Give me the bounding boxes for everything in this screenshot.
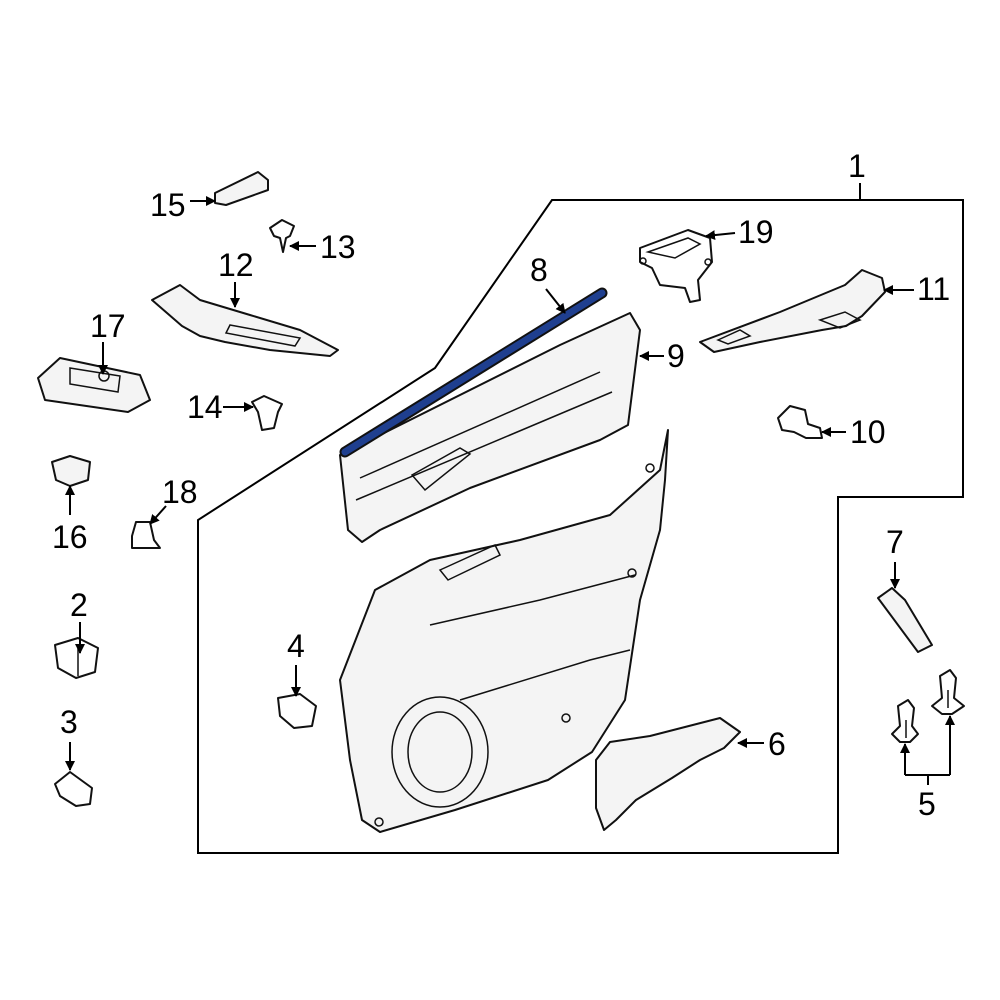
callout-15[interactable]: 15	[150, 187, 186, 223]
callout-1[interactable]: 1	[848, 148, 866, 184]
callout-18[interactable]: 18	[162, 474, 198, 510]
part-16-switch[interactable]	[51, 455, 91, 487]
callout-9[interactable]: 9	[667, 338, 685, 374]
callout-3[interactable]: 3	[60, 704, 78, 740]
part-14-clip[interactable]	[251, 395, 283, 431]
callout-12[interactable]: 12	[218, 247, 254, 283]
part-11-armrest-handle[interactable]	[699, 269, 886, 353]
leader-8	[545, 288, 566, 314]
part-10-screw[interactable]	[777, 405, 823, 439]
part-13-screw[interactable]	[269, 219, 295, 253]
main-door-trim-panel[interactable]	[339, 429, 669, 833]
callout-6[interactable]: 6	[768, 726, 786, 762]
part-9-upper-trim-panel[interactable]	[339, 312, 641, 543]
callout-16[interactable]: 16	[52, 519, 88, 555]
part-8-weatherstrip[interactable]	[339, 287, 608, 458]
callout-4[interactable]: 4	[287, 628, 305, 664]
part-5-screws[interactable]	[891, 669, 965, 743]
callout-5[interactable]: 5	[918, 786, 936, 822]
part-12-switch-panel[interactable]	[151, 284, 339, 357]
callout-7[interactable]: 7	[886, 524, 904, 560]
part-18-clip[interactable]	[131, 521, 161, 549]
part-3-clip[interactable]	[54, 771, 93, 807]
part-15-pull-cup[interactable]	[214, 171, 269, 206]
part-17-window-switch[interactable]	[37, 357, 151, 413]
part-2-retainer[interactable]	[54, 637, 99, 679]
part-4-retainer[interactable]	[277, 693, 317, 729]
part-19-bracket[interactable]	[639, 229, 713, 303]
callout-13[interactable]: 13	[320, 229, 356, 265]
callout-10[interactable]: 10	[850, 414, 886, 450]
leader-18	[149, 505, 167, 525]
part-6-pocket[interactable]	[595, 717, 741, 831]
callout-11[interactable]: 11	[917, 271, 950, 307]
callout-2[interactable]: 2	[70, 587, 88, 623]
leader-19	[705, 230, 736, 241]
callout-14[interactable]: 14	[187, 389, 223, 425]
callout-8[interactable]: 8	[530, 252, 548, 288]
assembly-boundary	[197, 199, 964, 854]
part-7-trim-piece[interactable]	[877, 587, 933, 653]
callout-19[interactable]: 19	[738, 214, 774, 250]
callout-17[interactable]: 17	[90, 308, 126, 344]
